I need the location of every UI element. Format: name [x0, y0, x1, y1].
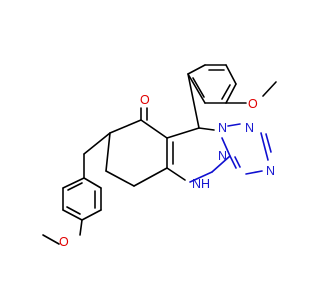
bond	[62, 209, 83, 221]
nitrogen-atom: N	[218, 121, 227, 135]
bond	[225, 83, 237, 104]
oxygen-atom: O	[140, 93, 150, 107]
bond	[62, 177, 85, 189]
bond	[79, 219, 83, 236]
bond	[211, 155, 231, 173]
methoxyphenyl-ring-top	[187, 64, 237, 104]
bond	[133, 167, 168, 187]
quinazoline-ring	[166, 127, 231, 181]
bond	[225, 64, 237, 85]
bond	[109, 119, 142, 134]
bond	[262, 81, 277, 97]
triazole-ring	[227, 123, 272, 175]
bond	[221, 137, 231, 157]
bond	[83, 132, 111, 155]
bond	[105, 170, 135, 187]
bond	[189, 171, 213, 183]
bond	[245, 170, 263, 175]
cyclohexenone-ring	[105, 119, 168, 187]
nitrogen-atom: N	[218, 149, 227, 163]
bond-double-inner	[192, 77, 205, 98]
bond	[166, 127, 200, 139]
hydrogen-label: H	[201, 177, 210, 191]
bond-double-inner	[265, 133, 272, 153]
nitrogen-atom: N	[266, 164, 275, 178]
structure-canvas: O O N N N N N H	[42, 64, 277, 249]
oxygen-atom: O	[59, 235, 69, 249]
bond	[81, 209, 102, 221]
bond	[198, 127, 215, 131]
nitrogen-atom: N	[192, 177, 201, 191]
bond	[229, 155, 237, 169]
bond-double-inner	[67, 182, 83, 191]
nitrogen-atom: N	[245, 121, 254, 135]
bond	[166, 167, 186, 181]
bond	[140, 119, 168, 139]
bond	[187, 73, 206, 104]
bond-double-inner	[234, 156, 241, 168]
bond	[227, 123, 241, 127]
methoxyphenyl-ring-bottom	[62, 153, 102, 221]
bond-double-inner	[221, 84, 231, 100]
bond	[187, 64, 206, 75]
oxygen-atom: O	[248, 97, 258, 111]
bond	[83, 177, 102, 189]
bond	[260, 132, 269, 161]
bond	[187, 73, 200, 129]
bond	[42, 234, 60, 245]
chemical-structure-diagram: O O N N N N N H	[42, 64, 277, 249]
bond-double-inner	[66, 206, 81, 215]
bond	[105, 132, 111, 172]
